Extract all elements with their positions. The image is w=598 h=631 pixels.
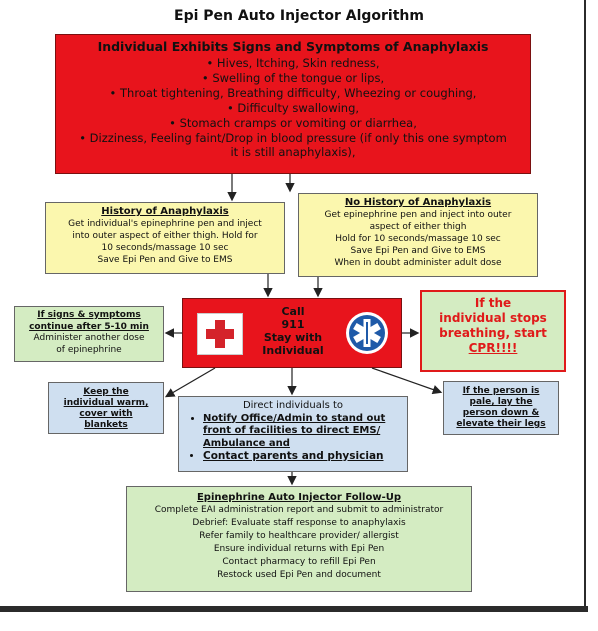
cpr-line: breathing, start	[439, 326, 547, 340]
followup-line: Ensure individual returns with Epi Pen	[213, 544, 385, 554]
first-aid-cross-icon	[197, 313, 243, 355]
cpr-line: CPR!!!!	[468, 341, 518, 355]
followup-line: Refer family to healthcare provider/ all…	[199, 531, 399, 541]
no-history-line: aspect of either thigh	[369, 222, 467, 232]
followup-line: Restock used Epi Pen and document	[217, 570, 381, 580]
no-history-heading: No History of Anaphylaxis	[344, 197, 492, 208]
signs-heading: Individual Exhibits Signs and Symptoms o…	[97, 39, 489, 54]
call-911-box: Call 911 Stay with Individual	[182, 298, 402, 368]
history-line: Get individual's epinephrine pen and inj…	[68, 219, 262, 229]
no-history-line: Hold for 10 seconds/massage 10 sec	[335, 234, 501, 244]
direct-item: Contact parents and physician	[203, 450, 401, 463]
followup-line: Contact pharmacy to refill Epi Pen	[222, 557, 376, 567]
followup-heading: Epinephrine Auto Injector Follow-Up	[196, 492, 402, 503]
no-history-box: No History of Anaphylaxis Get epinephrin…	[298, 193, 538, 277]
direct-heading: Direct individuals to	[242, 400, 344, 411]
followup-line: Complete EAI administration report and s…	[154, 505, 444, 515]
cpr-line: If the	[474, 296, 512, 310]
followup-box: Epinephrine Auto Injector Follow-Up Comp…	[126, 486, 472, 592]
pale-box: If the person is pale, lay the person do…	[443, 381, 559, 435]
continue-line: Administer another dose	[33, 333, 145, 343]
cpr-line: individual stops	[439, 311, 547, 325]
history-line: Save Epi Pen and Give to EMS	[97, 255, 233, 265]
history-heading: History of Anaphylaxis	[101, 206, 229, 217]
signs-item: • Hives, Itching, Skin redness,	[206, 56, 380, 70]
no-history-line: When in doubt administer adult dose	[334, 258, 502, 268]
continue-box: If signs & symptoms continue after 5-10 …	[14, 306, 164, 362]
page-title: Epi Pen Auto Injector Algorithm	[174, 8, 424, 24]
signs-item: • Stomach cramps or vomiting or diarrhea…	[169, 116, 417, 130]
signs-item: • Difficulty swallowing,	[226, 101, 360, 115]
direct-individuals-box: Direct individuals to Notify Office/Admi…	[178, 396, 408, 472]
signs-item: • Throat tightening, Breathing difficult…	[109, 86, 477, 100]
call-911-text: Call 911 Stay with Individual	[262, 305, 324, 357]
history-box: History of Anaphylaxis Get individual's …	[45, 202, 285, 274]
followup-line: Debrief: Evaluate staff response to anap…	[192, 518, 406, 528]
keep-warm-box: Keep the individual warm, cover with bla…	[48, 382, 164, 434]
continue-heading: If signs & symptoms	[37, 310, 141, 320]
arrow	[371, 367, 443, 395]
page-edge	[0, 606, 588, 612]
continue-line: of epinephrine	[56, 344, 122, 355]
continue-heading: continue after 5-10 min	[29, 321, 149, 332]
star-of-life-icon	[345, 311, 389, 355]
history-line: 10 seconds/massage 10 sec	[101, 243, 229, 253]
cpr-box: If the individual stops breathing, start…	[420, 290, 566, 372]
signs-item: • Swelling of the tongue or lips,	[201, 71, 385, 85]
history-line: into outer aspect of either thigh. Hold …	[72, 231, 258, 241]
no-history-line: Save Epi Pen and Give to EMS	[350, 246, 486, 256]
arrow	[164, 367, 216, 398]
no-history-line: Get epinephrine pen and inject into oute…	[324, 210, 512, 220]
page-edge	[584, 0, 586, 612]
signs-box: Individual Exhibits Signs and Symptoms o…	[55, 34, 531, 174]
signs-item: • Dizziness, Feeling faint/Drop in blood…	[79, 131, 507, 159]
direct-item: Notify Office/Admin to stand out front o…	[203, 413, 401, 451]
